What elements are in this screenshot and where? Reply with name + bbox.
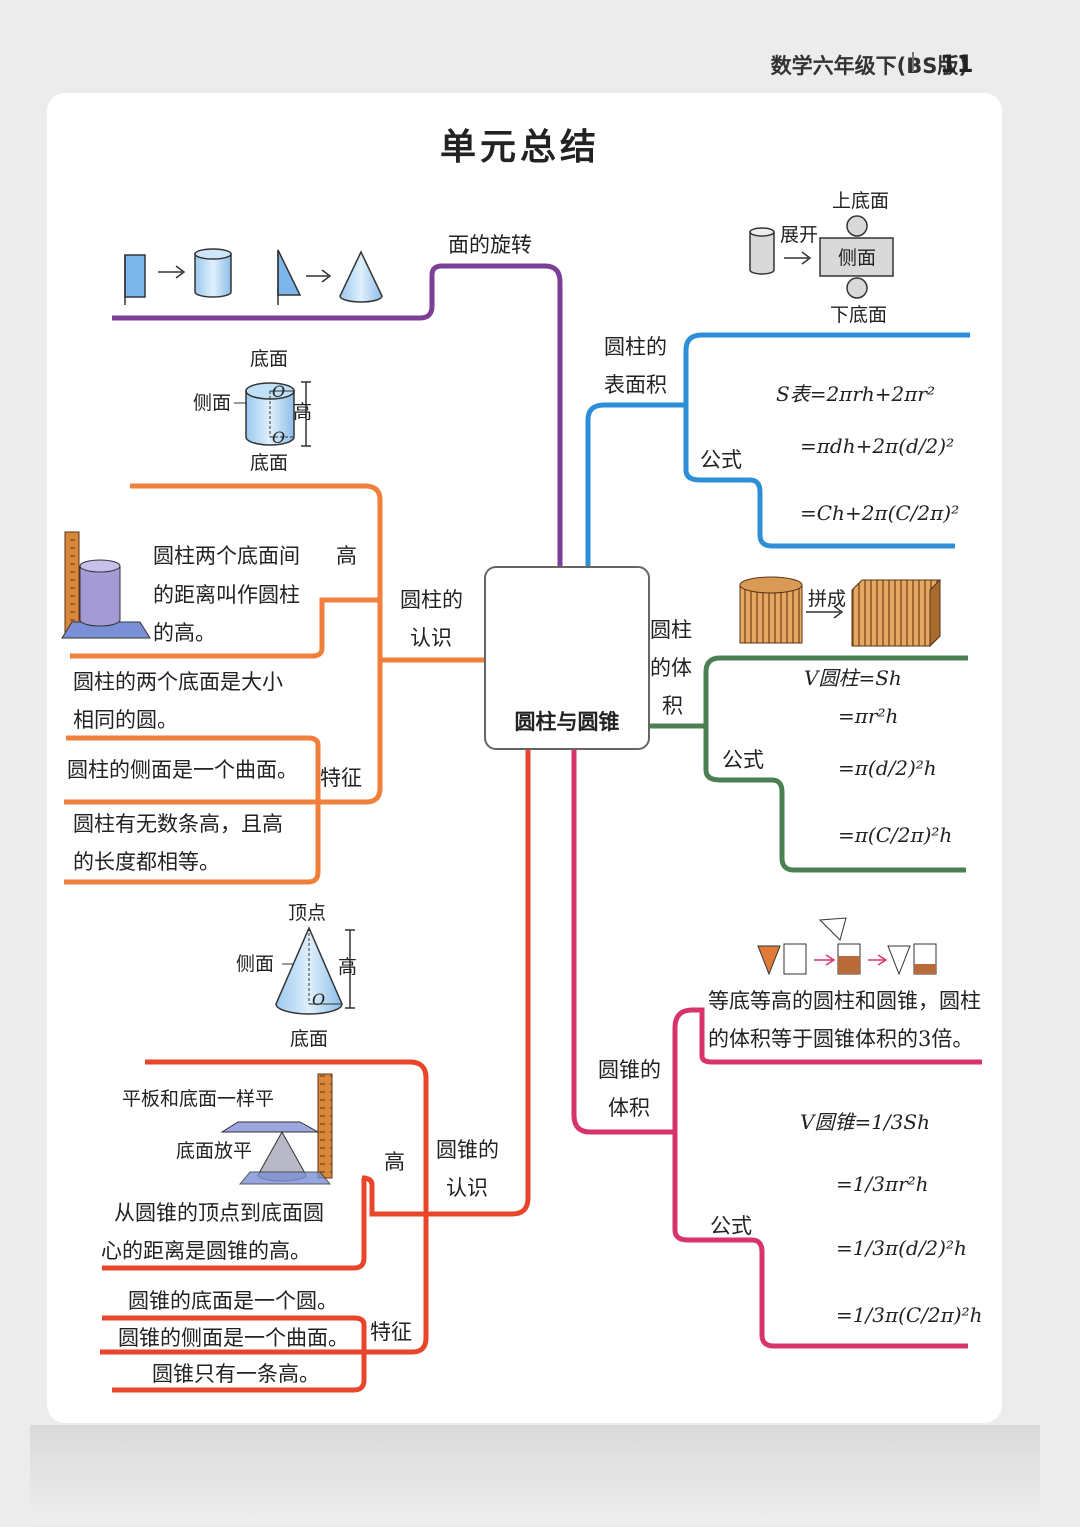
- cylinder-height-def-1: 圆柱两个底面间: [153, 544, 300, 568]
- combine-label: 拼成: [808, 588, 847, 610]
- surface-formula-2: =πdh+2π(d/2)²: [800, 434, 955, 458]
- cone-volume-formula-3: =1/3π(d/2)²h: [836, 1236, 967, 1260]
- rotation-triangle-icon: [277, 249, 302, 305]
- cone-branch-label-2: 认识: [446, 1176, 488, 1200]
- side-face-label: 侧面: [838, 247, 877, 269]
- cylinder-branch-label-1: 圆柱的: [400, 588, 463, 612]
- cylinder-feature-3a: 圆柱有无数条高，且高: [73, 812, 283, 836]
- cylinder-feature-2: 圆柱的侧面是一个曲面。: [67, 758, 298, 782]
- branch-cone: [100, 746, 531, 1393]
- cone-volume-statement-1: 等底等高的圆柱和圆锥，圆柱: [708, 989, 981, 1013]
- cylinder-feature-3b: 的长度都相等。: [73, 850, 220, 874]
- cylinder-branch-label-2: 认识: [410, 626, 452, 650]
- cone-volume-label-2: 体积: [608, 1096, 650, 1120]
- cylinder-volume-formula-3: =π(d/2)²h: [838, 756, 937, 780]
- board-note: 平板和底面一样平: [122, 1088, 275, 1110]
- cone-diagram-icon: [275, 926, 355, 1015]
- cone-volume-formula-1: V圆锥=1/3Sh: [800, 1110, 930, 1134]
- branch-cylinder: [64, 483, 484, 885]
- page-number: 11: [940, 50, 974, 78]
- cone-feature-2: 圆锥的侧面是一个曲面。: [118, 1326, 349, 1350]
- cylinder-height-def-2: 的距离叫作圆柱: [153, 583, 300, 607]
- rotation-rectangle-icon: [124, 254, 146, 305]
- top-base-circle-icon: [846, 215, 868, 237]
- bottom-base-circle-icon: [846, 277, 868, 299]
- cone-bottom-label: 底面: [290, 1028, 329, 1050]
- surface-formula-1: S表=2πrh+2πr²: [776, 382, 935, 406]
- cone-volume-formula-2: =1/3πr²h: [836, 1172, 929, 1196]
- branch-rotation: [112, 263, 563, 566]
- cylinder-height-mark: 高: [293, 401, 313, 423]
- base-flat-note: 底面放平: [176, 1140, 253, 1162]
- cylinder-bottom-center-o: O: [272, 428, 286, 447]
- page-card: [47, 93, 1002, 1423]
- page-title: 单元总结: [440, 127, 601, 168]
- cone-height-def-2: 心的距离是圆锥的高。: [101, 1239, 311, 1263]
- cylinder-ruler-illustration-icon: [61, 531, 151, 639]
- book-header: 数学六年级下(BS版): [770, 54, 968, 78]
- cone-result-icon: [339, 250, 383, 303]
- cylinder-height-def-3: 的高。: [153, 621, 216, 645]
- cylinder-feature-1b: 相同的圆。: [73, 708, 178, 732]
- wood-block-icon: [851, 578, 941, 648]
- surface-formula-label: 公式: [700, 448, 742, 472]
- cone-volume-statement-2: 的体积等于圆锥体积的3倍。: [708, 1027, 974, 1051]
- side-rectangle-icon: [819, 237, 894, 277]
- cone-volume-label-1: 圆锥的: [598, 1058, 661, 1082]
- cylinder-top-center-o: O: [272, 382, 286, 401]
- cylinder-top-base-label: 底面: [250, 348, 289, 370]
- cylinder-volume-formula-label: 公式: [722, 748, 764, 772]
- cylinder-height-label: 高: [336, 544, 357, 568]
- center-label: 圆柱与圆锥: [514, 710, 620, 734]
- cone-center-o: O: [312, 990, 326, 1009]
- cone-height-label: 高: [384, 1150, 405, 1174]
- cone-height-def-1: 从圆锥的顶点到底面圆: [114, 1201, 324, 1225]
- cylinder-volume-label-1: 圆柱: [650, 618, 692, 642]
- cylinder-volume-formula-4: =π(C/2π)²h: [838, 823, 953, 847]
- bottom-base-label: 下底面: [830, 304, 888, 326]
- surface-formula-3: =Ch+2π(C/2π)²: [800, 501, 960, 525]
- arrow-icon: [158, 265, 186, 279]
- cylinder-volume-formula-1: V圆柱=Sh: [804, 666, 902, 690]
- pouring-experiment-icon: [757, 917, 937, 976]
- arrow-icon: [306, 269, 332, 283]
- top-base-label: 上底面: [832, 190, 890, 212]
- cone-feature-1: 圆锥的底面是一个圆。: [128, 1289, 338, 1313]
- center-node: 圆柱与圆锥: [484, 566, 650, 750]
- cylinder-bottom-base-label: 底面: [250, 452, 289, 474]
- arrow-icon: [806, 605, 844, 619]
- cone-volume-formula-label: 公式: [710, 1214, 752, 1238]
- arrow-icon: [784, 251, 812, 265]
- cylinder-volume-label-2: 的体: [650, 656, 692, 680]
- header-separator: [912, 52, 914, 72]
- cone-volume-formula-4: =1/3π(C/2π)²h: [836, 1303, 983, 1327]
- branch-cone-volume: [571, 746, 982, 1349]
- cone-branch-label-1: 圆锥的: [436, 1138, 499, 1162]
- unfold-label: 展开: [780, 224, 819, 246]
- cone-side-label: 侧面: [236, 953, 275, 975]
- cylinder-result-icon: [194, 248, 232, 298]
- surface-area-label-2: 表面积: [604, 373, 667, 397]
- branch-surface-area: [585, 332, 970, 566]
- surface-area-label-1: 圆柱的: [604, 335, 667, 359]
- cylinder-diagram-icon: [234, 381, 311, 447]
- cylinder-volume-formula-2: =πr²h: [838, 704, 899, 728]
- cylinder-volume-label-3: 积: [662, 694, 683, 718]
- page-bottom-shadow: [30, 1425, 1040, 1525]
- cone-feature-3: 圆锥只有一条高。: [152, 1362, 320, 1386]
- rotation-label: 面的旋转: [448, 233, 532, 257]
- cylinder-feature-1a: 圆柱的两个底面是大小: [73, 670, 283, 694]
- cone-apex-label: 顶点: [288, 902, 327, 924]
- cone-feature-label: 特征: [370, 1320, 412, 1344]
- wood-roll-icon: [739, 576, 803, 644]
- cylinder-feature-label: 特征: [320, 766, 362, 790]
- cylinder-side-label: 侧面: [193, 392, 232, 414]
- branch-cylinder-volume: [646, 655, 968, 873]
- unfold-cylinder-icon: [749, 227, 775, 275]
- cone-ruler-illustration-icon: [220, 1073, 333, 1185]
- cone-height-mark: 高: [338, 956, 358, 978]
